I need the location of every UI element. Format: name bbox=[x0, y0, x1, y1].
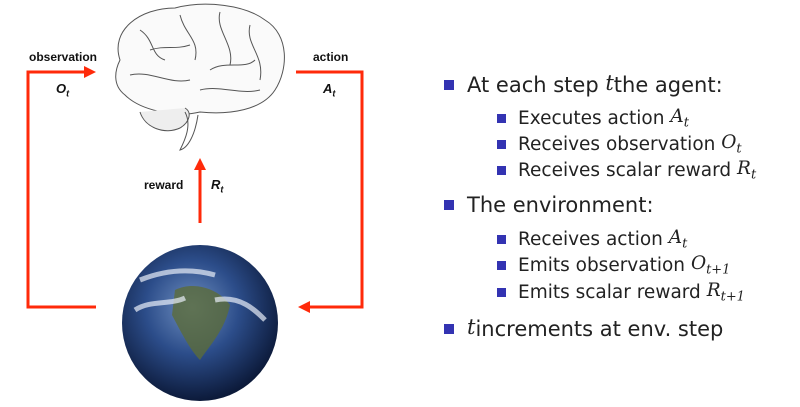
bullet-math: Ot+1 bbox=[690, 253, 731, 278]
earth-image bbox=[122, 245, 278, 401]
sub-bullet-item: Receives observation Ot bbox=[497, 132, 742, 157]
bullet-text: Emits observation bbox=[518, 254, 686, 276]
bullet-square-icon bbox=[444, 200, 454, 210]
bullet-square-icon bbox=[497, 234, 506, 244]
bullet-text: Executes action bbox=[518, 107, 665, 129]
action-arrow bbox=[296, 70, 364, 309]
reward-arrowhead-icon bbox=[194, 158, 206, 170]
observation-symbol: Ot bbox=[56, 81, 70, 99]
bullet-item: At each step t the agent: bbox=[444, 71, 723, 99]
bullet-item: t increments at env. step bbox=[444, 315, 723, 343]
bullet-text: Receives observation bbox=[518, 133, 716, 155]
bullet-math: Ot bbox=[721, 132, 742, 157]
sub-bullet-item: Emits observation Ot+1 bbox=[497, 253, 730, 278]
bullet-text: The environment: bbox=[467, 193, 654, 217]
bullet-math: At bbox=[668, 227, 688, 252]
bullet-text: Emits scalar reward bbox=[518, 281, 701, 303]
observation-arrowhead-icon bbox=[84, 66, 96, 78]
bullet-math: Rt+1 bbox=[706, 280, 745, 305]
bullet-square-icon bbox=[497, 165, 506, 175]
bullet-text-suffix: the agent: bbox=[613, 73, 723, 98]
sub-bullet-item: Receives scalar reward Rt bbox=[497, 158, 756, 183]
bullet-text: At each step bbox=[467, 73, 599, 98]
bullet-square-icon bbox=[444, 324, 454, 335]
bullet-text: Receives scalar reward bbox=[518, 159, 732, 181]
bullet-text: Receives action bbox=[518, 228, 663, 250]
reward-label: reward bbox=[144, 178, 184, 192]
bullet-square-icon bbox=[497, 113, 506, 123]
bullet-square-icon bbox=[497, 260, 506, 270]
bullet-square-icon bbox=[497, 139, 506, 149]
bullet-square-icon bbox=[497, 287, 506, 297]
brain-image bbox=[115, 3, 285, 151]
action-arrowhead-icon bbox=[298, 301, 310, 313]
bullet-square-icon bbox=[444, 80, 454, 91]
bullet-math: t bbox=[467, 315, 476, 339]
agent-environment-loop bbox=[26, 3, 364, 401]
bullet-math: t bbox=[605, 71, 614, 95]
observation-arrow bbox=[26, 70, 96, 309]
action-label: action bbox=[313, 50, 349, 64]
bullet-math: Rt bbox=[737, 158, 757, 183]
bullet-item: The environment: bbox=[444, 193, 654, 217]
bullet-math: At bbox=[670, 106, 689, 131]
bullet-text-suffix: increments at env. step bbox=[475, 317, 724, 342]
sub-bullet-item: Emits scalar reward Rt+1 bbox=[497, 280, 745, 305]
sub-bullet-item: Executes action At bbox=[497, 106, 689, 131]
observation-label: observation bbox=[29, 50, 98, 64]
action-symbol: At bbox=[323, 81, 336, 99]
sub-bullet-item: Receives action At bbox=[497, 227, 687, 252]
reward-symbol: Rt bbox=[211, 177, 224, 195]
